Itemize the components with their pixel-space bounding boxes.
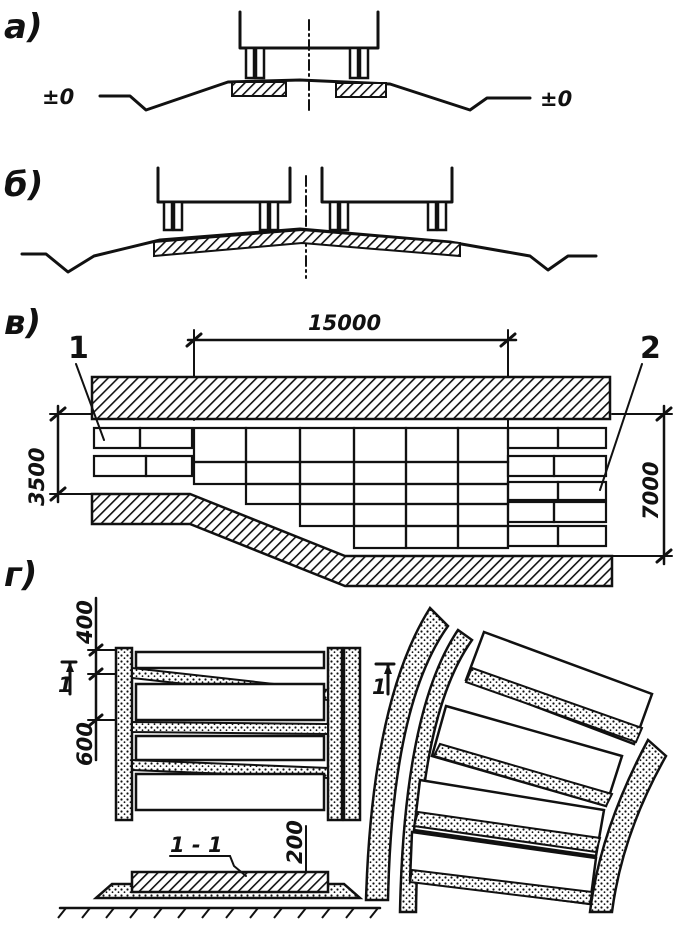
panel-b-label: б) [4, 165, 43, 205]
thickness-200: 200 [283, 820, 307, 864]
top-road-edge [90, 375, 612, 421]
plate-a-right [335, 82, 387, 98]
level-mark-left: ±0 [42, 85, 74, 109]
panel-a: а) ±0 ±0 [4, 7, 572, 113]
section-label: 1 - 1 [170, 833, 223, 857]
svg-text:1: 1 [58, 673, 73, 697]
curved-section [364, 606, 668, 914]
span-dimension: 15000 [308, 311, 381, 335]
vehicle-body-b-right [320, 166, 454, 204]
road-profile-a [98, 78, 532, 112]
plate-a-left [231, 81, 287, 97]
dimension-3500: 3500 [25, 404, 93, 506]
callout-2-leader [599, 363, 643, 491]
wheels-a [244, 46, 370, 80]
plates-b [153, 228, 461, 258]
dimension-7000: 7000 [611, 404, 673, 566]
height-left: 3500 [25, 448, 49, 506]
svg-text:1: 1 [372, 675, 387, 699]
panel-v: в) 15000 [4, 303, 673, 588]
panel-g: г) 400 600 [4, 555, 668, 919]
callout-1: 1 [68, 331, 89, 366]
panel-a-label: а) [4, 7, 42, 47]
height-right: 7000 [639, 462, 663, 520]
panel-g-label: г) [4, 555, 37, 595]
dim-400: 400 [73, 600, 97, 645]
road-profile-b [20, 227, 598, 274]
callout-2: 2 [640, 331, 661, 366]
wheels-b [162, 200, 448, 232]
bottom-road-edge [90, 492, 614, 588]
section-1-1: 1 - 1 200 [57, 820, 382, 919]
callout-1-leader [75, 363, 105, 441]
section-mark-left: 1 [58, 660, 78, 697]
dim-600: 600 [73, 722, 97, 766]
level-mark-right: ±0 [540, 87, 572, 111]
vehicle-body-b-left [156, 166, 292, 204]
straight-section [114, 646, 362, 822]
section-mark-right: 1 [372, 662, 396, 699]
panel-v-label: в) [4, 303, 41, 343]
dimension-400-600: 400 600 [73, 596, 117, 766]
panel-b: б) [4, 165, 598, 279]
slab-pavement [92, 426, 608, 550]
